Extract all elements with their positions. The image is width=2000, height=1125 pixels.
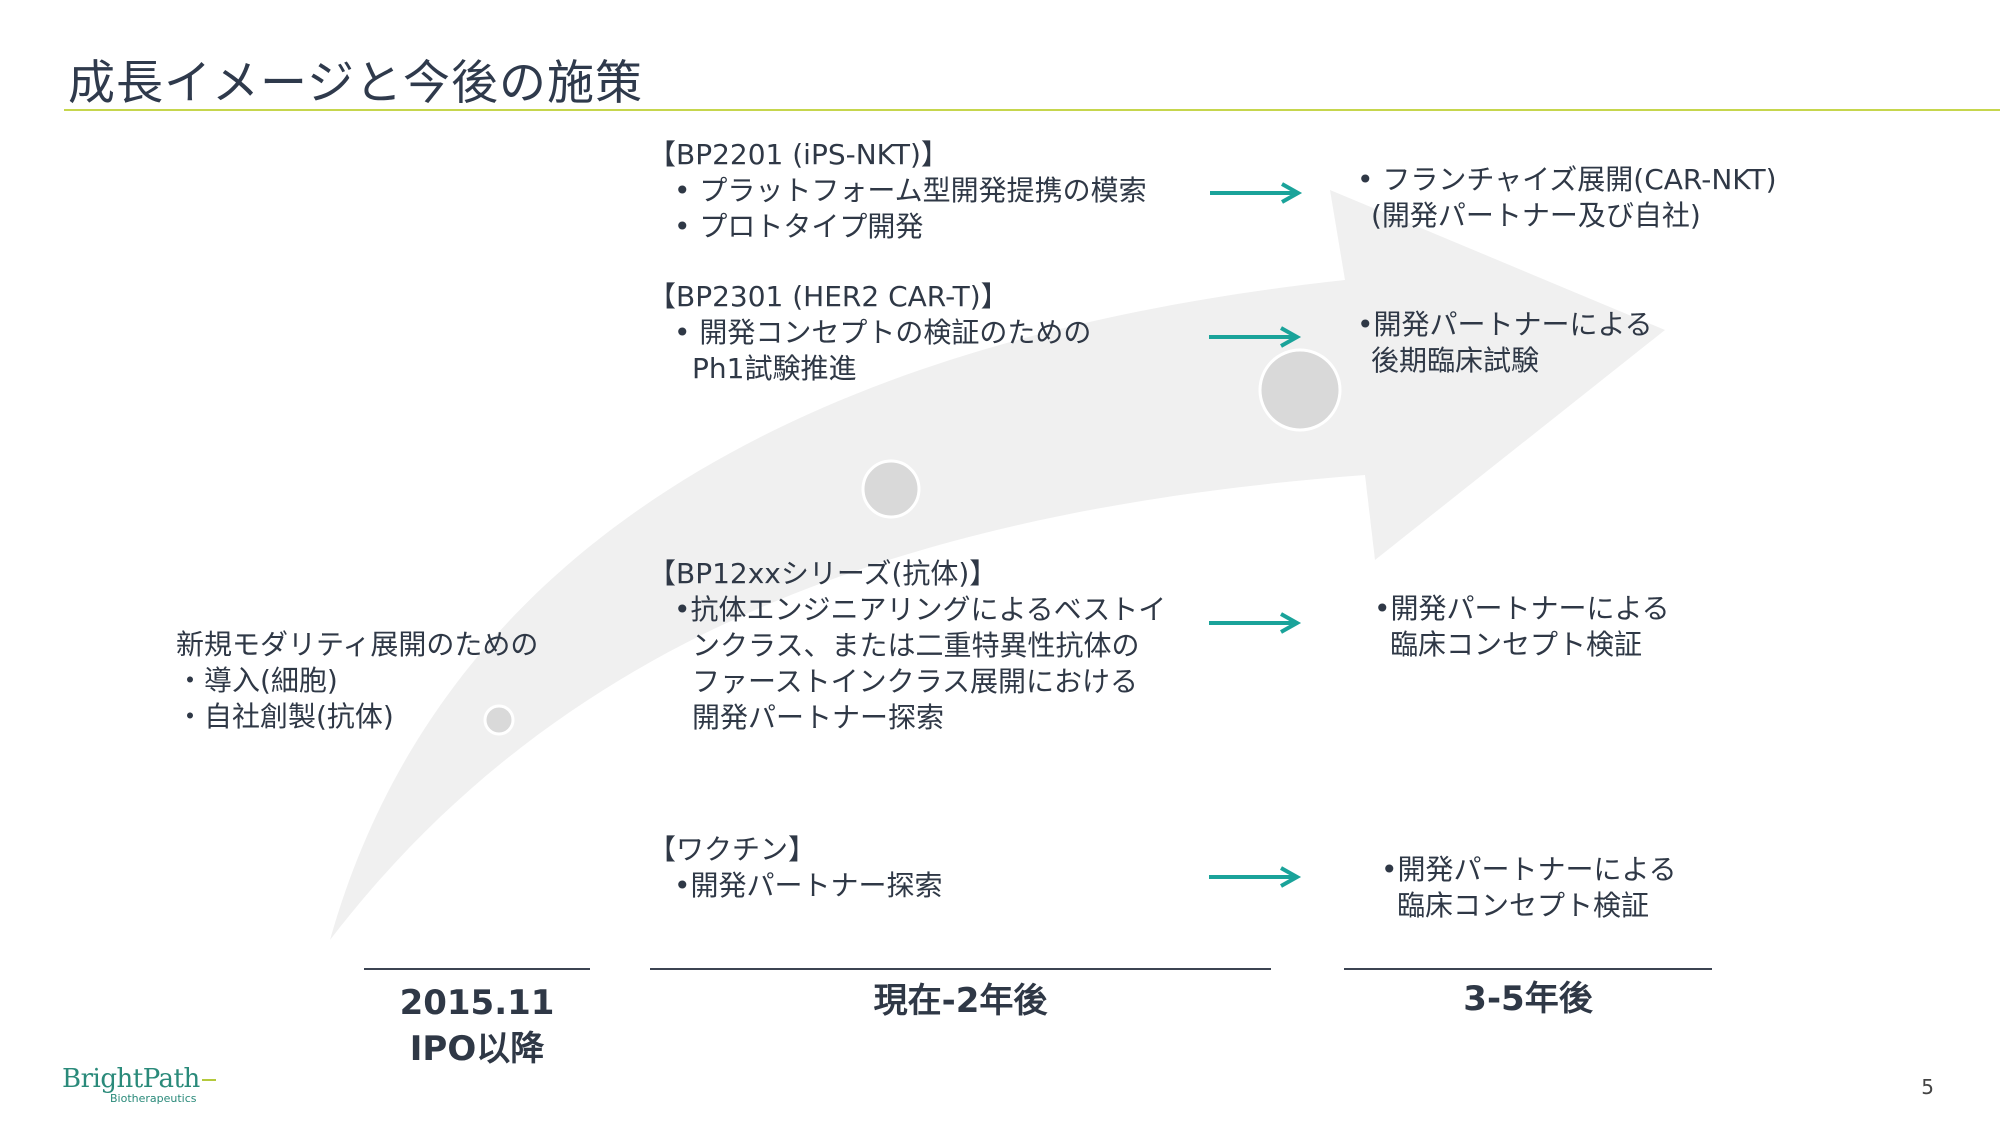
page-number: 5 (1921, 1075, 1934, 1099)
block-heading: 【BP2201 (iPS-NKT)】 (648, 138, 949, 171)
column-label-line: IPO以降 (409, 1029, 545, 1069)
bullet-item: 臨床コンセプト検証 (1390, 628, 1643, 661)
mid-block-bp2201: 【BP2201 (iPS-NKT)】 • プラットフォーム型開発提携の模索 • … (648, 137, 1147, 245)
milestone-circle-2 (861, 459, 921, 519)
bullet-item: •開発パートナーによる (1374, 592, 1670, 625)
bullet-item: 開発パートナー探索 (692, 701, 945, 734)
right-arrow-icon (1209, 866, 1302, 888)
left-line: ・自社創製(抗体) (176, 700, 394, 733)
right-block-3: •開発パートナーによる 臨床コンセプト検証 (1374, 591, 1670, 663)
column-label-ipo: 2015.11 IPO以降 (364, 980, 590, 1072)
page-title: 成長イメージと今後の施策 (68, 56, 644, 111)
bullet-item: 後期臨床試験 (1371, 344, 1540, 377)
bullet-item: • 開発コンセプトの検証のための (674, 316, 1092, 349)
column-label-current: 現在-2年後 (650, 978, 1271, 1024)
column-label-line: 2015.11 (399, 983, 555, 1023)
right-block-2: •開発パートナーによる 後期臨床試験 (1357, 307, 1653, 379)
bullet-item: •開発パートナーによる (1381, 853, 1677, 886)
left-description: 新規モダリティ展開のための ・導入(細胞) ・自社創製(抗体) (176, 627, 538, 735)
bullet-item: ンクラス、または二重特異性抗体の (692, 629, 1140, 662)
bullet-item: (開発パートナー及び自社) (1371, 199, 1701, 232)
bullet-item: •開発パートナー探索 (674, 869, 943, 902)
block-heading: 【BP12xxシリーズ(抗体)】 (648, 557, 998, 590)
left-line: ・導入(細胞) (176, 664, 338, 697)
logo-sub-text: Biotherapeutics (110, 1092, 197, 1105)
right-block-1: • フランチャイズ展開(CAR-NKT) (開発パートナー及び自社) (1357, 162, 1777, 234)
bullet-item: •開発パートナーによる (1357, 308, 1653, 341)
column-label-line: 現在-2年後 (873, 981, 1048, 1021)
bullet-item: ファーストインクラス展開における (692, 665, 1139, 698)
column-rule (364, 968, 590, 970)
column-rule (1344, 968, 1712, 970)
bullet-item: •抗体エンジニアリングによるベストイ (674, 593, 1167, 626)
mid-block-bp12xx: 【BP12xxシリーズ(抗体)】 •抗体エンジニアリングによるベストイ ンクラス… (648, 556, 1166, 736)
company-logo: BrightPath Biotherapeutics (62, 1064, 216, 1105)
milestone-circle-3 (1258, 348, 1342, 432)
column-rule (650, 968, 1271, 970)
mid-block-vaccine: 【ワクチン】 •開発パートナー探索 (648, 832, 943, 904)
block-heading: 【ワクチン】 (648, 833, 817, 866)
logo-main-text: BrightPath (62, 1064, 200, 1094)
bullet-item: • フランチャイズ展開(CAR-NKT) (1357, 163, 1777, 196)
column-label-line: 3-5年後 (1463, 979, 1593, 1019)
left-line: 新規モダリティ展開のための (176, 628, 539, 661)
bullet-item: • プロトタイプ開発 (674, 210, 924, 243)
right-arrow-icon (1209, 326, 1302, 348)
bullet-item: Ph1試験推進 (692, 352, 857, 385)
right-arrow-icon (1210, 182, 1303, 204)
milestone-circle-1 (483, 704, 515, 736)
block-heading: 【BP2301 (HER2 CAR-T)】 (648, 280, 1009, 313)
title-divider (64, 109, 2000, 111)
column-label-future: 3-5年後 (1344, 976, 1712, 1022)
mid-block-bp2301: 【BP2301 (HER2 CAR-T)】 • 開発コンセプトの検証のための P… (648, 279, 1091, 387)
right-arrow-icon (1209, 612, 1302, 634)
bullet-item: 臨床コンセプト検証 (1397, 889, 1650, 922)
bullet-item: • プラットフォーム型開発提携の模索 (674, 174, 1147, 207)
right-block-4: •開発パートナーによる 臨床コンセプト検証 (1381, 852, 1677, 924)
